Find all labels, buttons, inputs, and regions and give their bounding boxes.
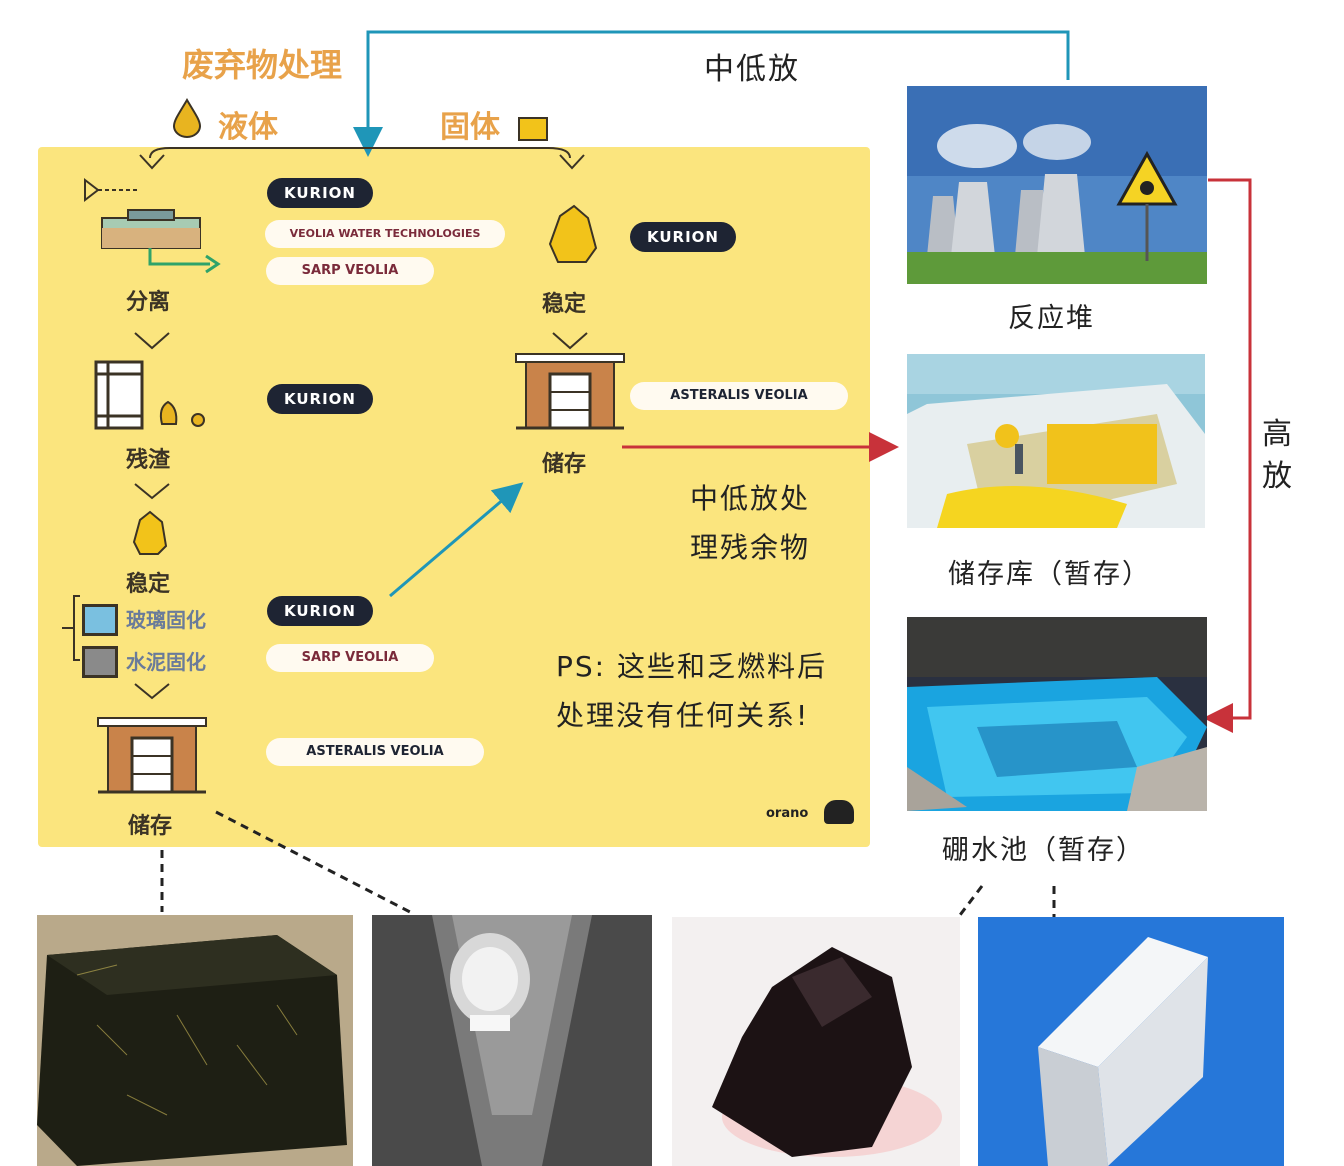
mid-low-label: 中低放 — [704, 52, 800, 87]
badge-veolia-water: VEOLIA WATER TECHNOLOGIES — [265, 220, 505, 248]
step-storage-solid: 储存 — [542, 452, 587, 477]
step-vitrify: 玻璃固化 — [126, 608, 206, 632]
badge-kurion-4: KURION — [630, 222, 736, 252]
step-stabilize-solid: 稳定 — [542, 292, 587, 317]
mid-low-arrow — [353, 30, 1070, 157]
solid-storage-building-icon — [515, 353, 625, 430]
storage-warehouse-photo — [907, 354, 1205, 528]
boron-pool-photo — [907, 617, 1207, 811]
badge-kurion-1: KURION — [267, 178, 373, 208]
glass-icon — [82, 604, 118, 636]
badge-asteralis-veolia-2: ASTERALIS VEOLIA — [630, 382, 848, 410]
cement-icon — [82, 646, 118, 678]
cement-block-photo — [37, 915, 353, 1166]
barrel-icon — [94, 360, 205, 430]
badge-kurion-3: KURION — [267, 596, 373, 626]
step-storage-liquid: 储存 — [128, 814, 173, 839]
vitrified-glass-photo — [672, 917, 960, 1166]
badge-sarp-veolia-2: SARP VEOLIA — [266, 644, 434, 672]
step-residue: 残渣 — [126, 448, 171, 473]
orano-logo-icon — [824, 800, 854, 824]
solid-stabilized-icon — [548, 204, 598, 263]
orano-logo: orano — [766, 806, 809, 821]
step-separation: 分离 — [126, 290, 171, 315]
badge-asteralis-veolia-1: ASTERALIS VEOLIA — [266, 738, 484, 766]
to-solid-storage-arrow — [389, 482, 524, 598]
badge-kurion-2: KURION — [267, 384, 373, 414]
liquid-label: 液体 — [218, 110, 278, 145]
caption-boron-pool: 硼水池（暂存） — [942, 835, 1145, 866]
droplet-icon — [172, 98, 202, 138]
glass-container-xray-photo — [372, 915, 652, 1166]
caption-reactor: 反应堆 — [1008, 303, 1095, 334]
separator-tank-icon — [84, 177, 221, 274]
reactor-photo — [907, 86, 1207, 284]
ps-note: PS: 这些和乏燃料后处理没有任何关系! — [556, 650, 827, 732]
step-stabilize-liquid: 稳定 — [126, 572, 171, 597]
solid-square-icon — [518, 117, 548, 141]
stabilized-block-icon — [132, 510, 168, 555]
caption-storage: 储存库（暂存） — [948, 559, 1151, 590]
step-cement: 水泥固化 — [126, 650, 206, 674]
diagram-title: 废弃物处理 — [182, 46, 343, 84]
badge-sarp-veolia-1: SARP VEOLIA — [266, 257, 434, 285]
high-level-arrow — [1203, 178, 1252, 733]
storage-building-icon — [97, 717, 207, 794]
solid-label: 固体 — [440, 110, 500, 145]
ceramic-block-photo — [978, 917, 1284, 1166]
residue-note: 中低放处理残余物 — [690, 482, 811, 564]
high-level-label: 高放 — [1262, 417, 1292, 494]
